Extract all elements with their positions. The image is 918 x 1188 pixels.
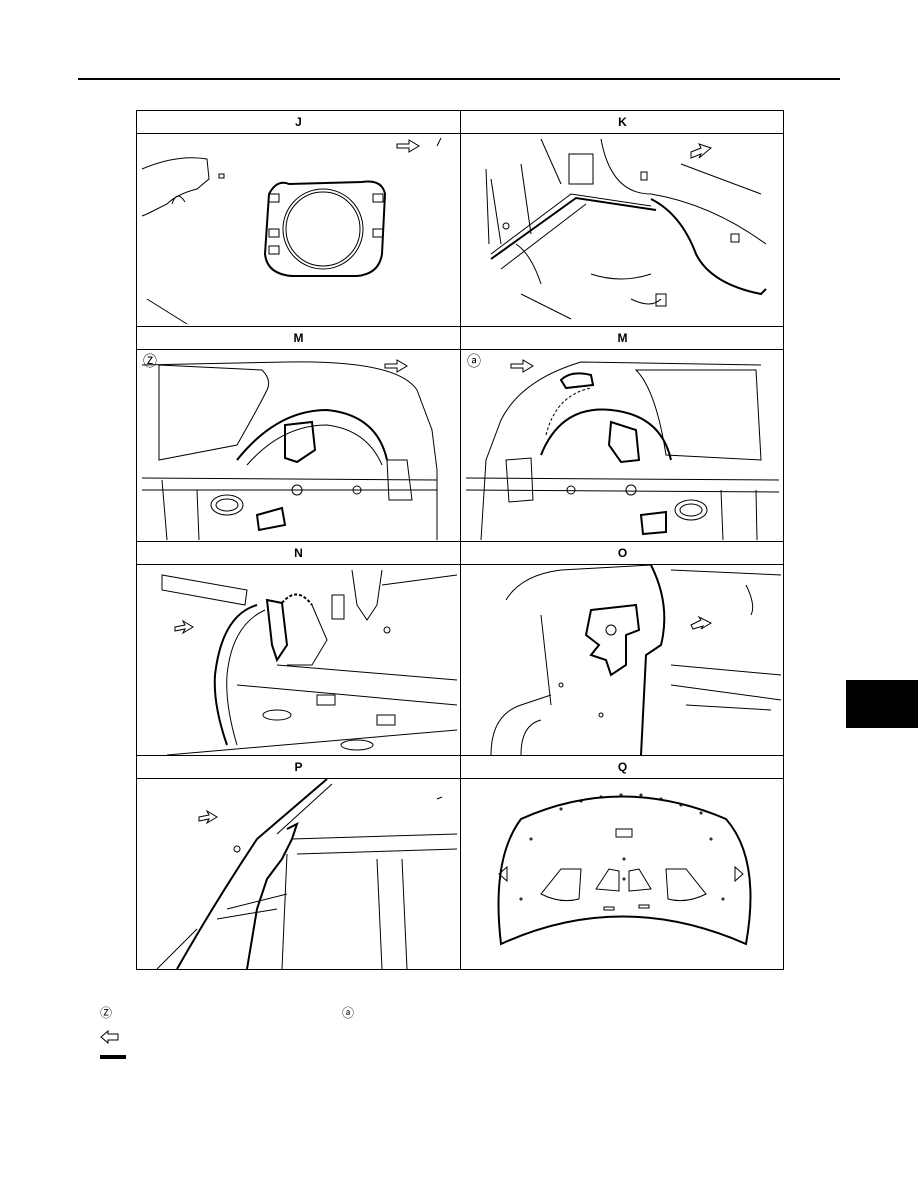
- panel-label: J: [137, 111, 460, 134]
- panel-q: Q: [461, 756, 784, 969]
- panel-p-drawing: [156, 779, 458, 969]
- panel-q-drawing: [497, 793, 752, 946]
- panel-k-drawing: [485, 138, 767, 320]
- panel-p: P: [137, 756, 460, 969]
- panel-k: K: [461, 111, 784, 326]
- legend-z-symbol: Ⓩ: [100, 1006, 113, 1020]
- panel-label: P: [137, 756, 460, 779]
- panel-o: O: [461, 542, 784, 755]
- panel-label: O: [461, 542, 784, 565]
- grid-divider: [137, 326, 783, 327]
- header-rule: [78, 78, 840, 80]
- grid-vertical-divider: [460, 111, 461, 969]
- panel-m-left: M Ⓩ: [137, 327, 460, 541]
- figure-grid: J: [136, 110, 784, 970]
- panel-label: Q: [461, 756, 784, 779]
- panel-label: K: [461, 111, 784, 134]
- zone-marker: ⓐ: [467, 354, 481, 370]
- thick-line-icon: [100, 1055, 126, 1059]
- panel-m-right: M ⓐ: [461, 327, 784, 541]
- grid-divider: [137, 541, 783, 542]
- panel-n: N: [137, 542, 460, 755]
- arrow-left-icon: [100, 1030, 120, 1044]
- panel-m-left-drawing: Ⓩ: [141, 354, 438, 541]
- panel-j-drawing: [141, 137, 442, 325]
- panel-j: J: [137, 111, 460, 326]
- section-tab: [846, 680, 918, 728]
- panel-label: N: [137, 542, 460, 565]
- legend-a-symbol: ⓐ: [342, 1006, 355, 1020]
- panel-n-drawing: [161, 569, 458, 755]
- panel-o-drawing: [490, 565, 782, 755]
- panel-label: M: [137, 327, 460, 350]
- grid-divider: [137, 755, 783, 756]
- panel-label: M: [461, 327, 784, 350]
- panel-m-right-drawing: ⓐ: [465, 354, 780, 541]
- zone-marker: Ⓩ: [143, 354, 157, 370]
